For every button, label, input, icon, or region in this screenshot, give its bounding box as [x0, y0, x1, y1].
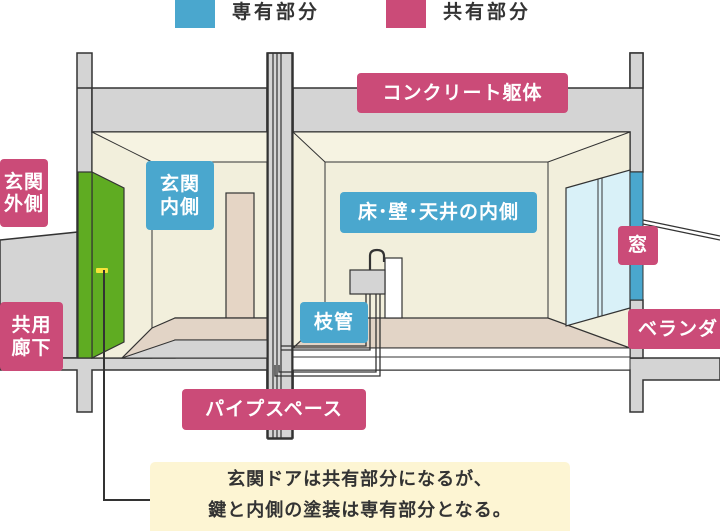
label-entrance-outside: 玄関 外側 [0, 159, 48, 227]
label-branch-pipe: 枝管 [300, 302, 368, 343]
label-shared-corridor: 共用 廊下 [0, 302, 63, 371]
label-entrance-inside: 玄関 内側 [146, 161, 214, 230]
label-entrance-inside-line1: 玄関 [159, 173, 200, 196]
note-line-2: 鍵と内側の塗装は専有部分となる。 [208, 500, 512, 521]
label-window: 窓 [618, 226, 658, 265]
label-entrance-inside-line2: 内側 [159, 195, 200, 218]
pipe-space-pipes [272, 53, 282, 438]
note-line-1: 玄関ドアは共有部分になるが、 [227, 469, 493, 490]
label-entrance-outside-line1: 玄関 [3, 170, 44, 193]
entrance-door [91, 171, 125, 359]
note-leader-line [103, 270, 150, 501]
sink [349, 269, 386, 295]
entrance-door-frame [77, 171, 93, 359]
label-shared-corridor-line1: 共用 [11, 314, 52, 337]
inner-door [225, 192, 255, 319]
note-box: 玄関ドアは共有部分になるが、 鍵と内側の塗装は専有部分となる。 [150, 462, 570, 531]
label-shared-corridor-line2: 廊下 [11, 336, 52, 359]
legend-swatch-private [175, 0, 215, 28]
label-entrance-outside-line2: 外側 [3, 193, 44, 215]
label-concrete-frame: コンクリート躯体 [357, 73, 568, 113]
legend-label-common: 共有部分 [443, 1, 532, 23]
legend-label-private: 専有部分 [232, 1, 321, 23]
label-balcony: ベランダ [628, 309, 720, 349]
faucet-icon [368, 248, 386, 270]
label-floor-wall-ceiling: 床･壁･天井の内側 [340, 192, 537, 233]
legend-swatch-common [386, 0, 426, 28]
entrance-ceiling [91, 131, 268, 163]
balcony-railing [642, 219, 720, 237]
kitchen-counter [384, 257, 403, 319]
label-pipe-space: パイプスペース [182, 389, 366, 430]
door-handle-icon [96, 268, 108, 273]
